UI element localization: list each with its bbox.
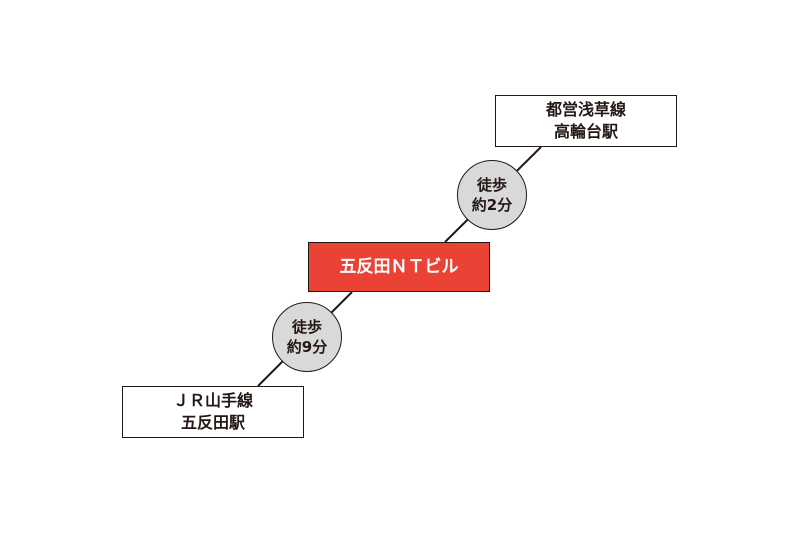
- origin-line-name: ＪＲ山手線: [172, 391, 253, 410]
- origin-station-box: ＪＲ山手線 五反田駅: [122, 386, 304, 438]
- walk-duration: 約2分: [471, 196, 513, 214]
- walk-time-badge-origin: 徒歩 約9分: [272, 302, 342, 372]
- destination-line-name: 都営浅草線: [545, 100, 626, 119]
- walk-time-badge-destination: 徒歩 約2分: [457, 160, 527, 230]
- walk-label: 徒歩: [476, 176, 507, 194]
- destination-station-box: 都営浅草線 高輪台駅: [495, 95, 677, 147]
- building-name: 五反田ＮＴビル: [339, 257, 459, 277]
- walk-duration: 約9分: [286, 338, 328, 356]
- origin-station-name: 五反田駅: [180, 413, 245, 432]
- destination-station-name: 高輪台駅: [553, 122, 618, 141]
- walk-label: 徒歩: [291, 318, 322, 336]
- building-box: 五反田ＮＴビル: [308, 242, 490, 292]
